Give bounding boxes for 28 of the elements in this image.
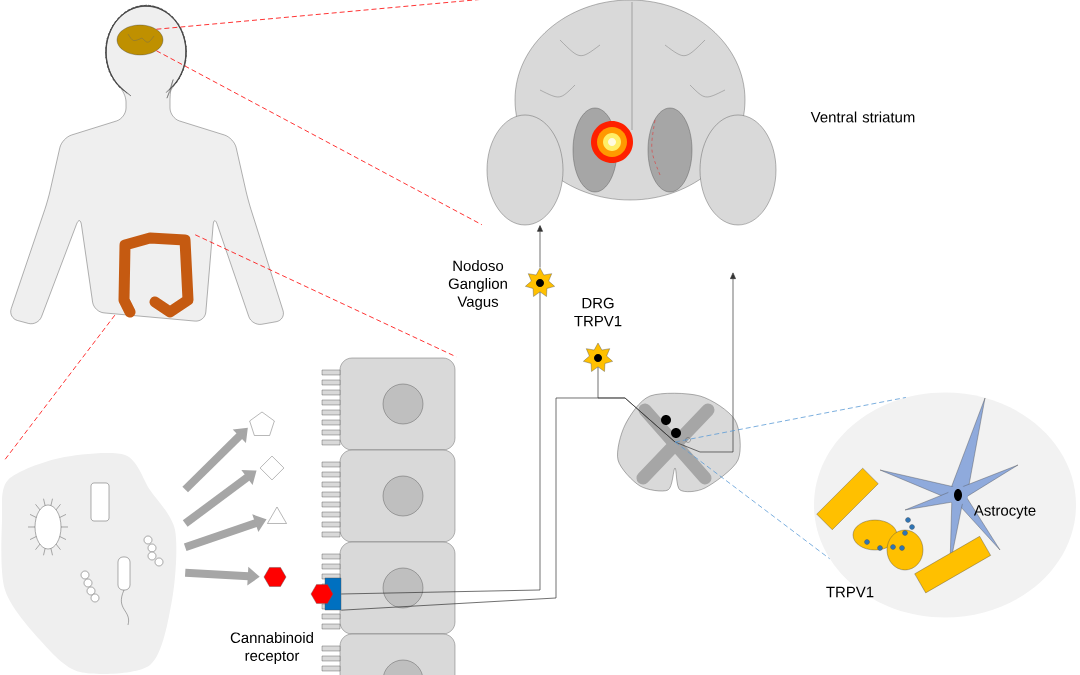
leader-line xyxy=(674,397,907,443)
arrow xyxy=(674,272,736,453)
caption-text: Ventral striatum xyxy=(810,111,915,123)
colon-drawing xyxy=(118,232,194,318)
molecule-icon xyxy=(263,567,287,587)
cell-label: TRPV1 xyxy=(826,586,874,598)
epithelium-drawing xyxy=(321,357,456,675)
neuron-icon xyxy=(525,267,555,297)
microbiota-drawing xyxy=(1,453,177,674)
caption-text: DRG TRPV1 xyxy=(574,297,622,327)
molecule-icon xyxy=(249,411,275,436)
leader-line xyxy=(156,50,483,226)
brain-icon xyxy=(116,24,164,56)
synapse-inset-drawing xyxy=(814,392,1076,618)
spinal-cord-drawing xyxy=(617,393,741,492)
receptor-icon xyxy=(310,577,342,611)
leader-line xyxy=(4,314,116,461)
arrow xyxy=(537,225,543,268)
caption-text: Cannabinoid receptor xyxy=(230,632,313,664)
arrow xyxy=(182,470,257,527)
cell-label: Astrocyte xyxy=(973,505,1036,519)
leader-line xyxy=(674,441,831,560)
molecule-icon xyxy=(259,455,285,481)
caption-text: Nodoso Ganglion Vagus xyxy=(448,260,507,310)
molecule-icon xyxy=(267,506,287,524)
body-drawing xyxy=(10,4,284,325)
brain-section-drawing xyxy=(486,0,777,226)
neuron-icon xyxy=(583,342,613,372)
